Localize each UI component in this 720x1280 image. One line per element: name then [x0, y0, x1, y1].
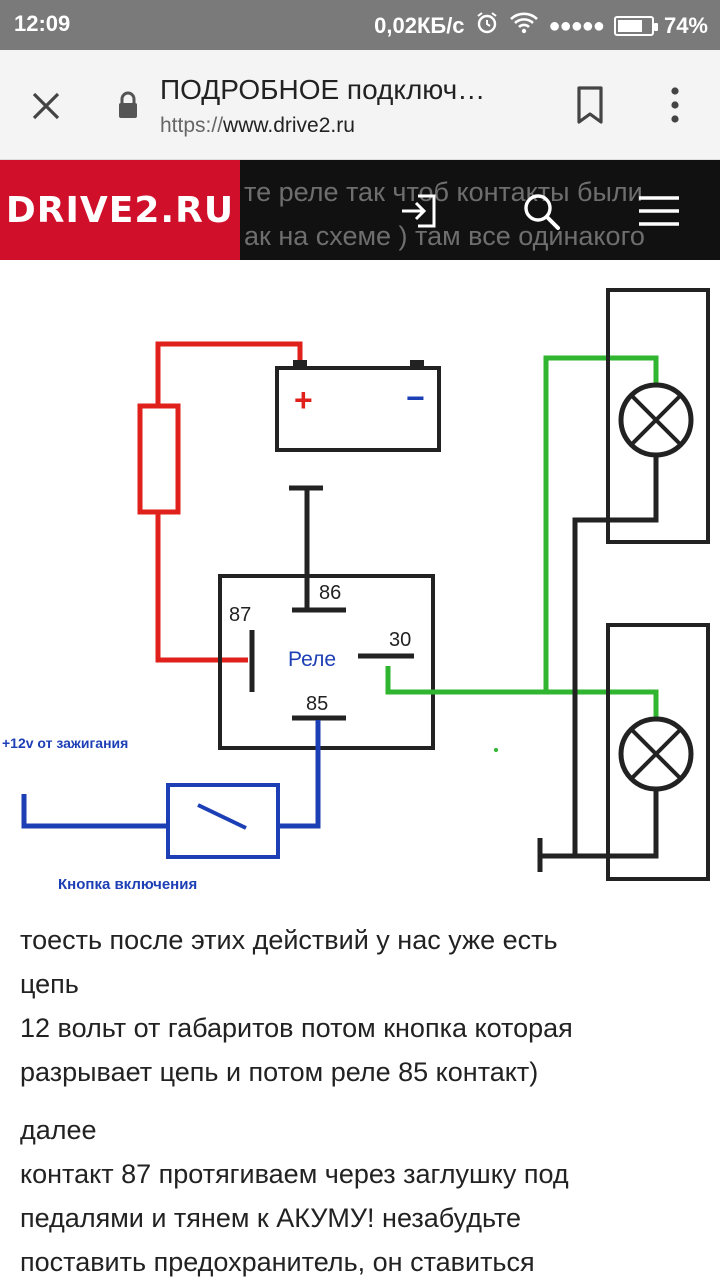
site-logo[interactable]: DRIVE2.RU — [0, 160, 240, 260]
battery-plus-label: + — [294, 382, 313, 418]
article-line: поставить предохранитель, он ставиться — [20, 1247, 535, 1277]
article-line: педалями и тянем к АКУМУ! незабудьте — [20, 1203, 522, 1233]
wiring-diagram-graphic — [21, 288, 710, 881]
menu-icon[interactable] — [636, 188, 682, 234]
browser-toolbar: ПОДРОБНОЕ подключ… https://www.drive2.ru — [0, 50, 720, 160]
ignition-label: +12v от зажигания — [2, 735, 129, 751]
pin-30-label: 30 — [389, 629, 412, 651]
battery-minus-terminal — [410, 360, 424, 370]
site-header: те реле так чтоб контакты были ак на схе… — [0, 160, 720, 260]
search-icon[interactable] — [518, 188, 564, 234]
relay-label: Реле — [288, 648, 336, 671]
ignition-control-wire — [21, 720, 321, 829]
pin-87-label: 87 — [229, 604, 252, 626]
network-speed: 0,02КБ/с — [374, 13, 465, 38]
lamp-feed-wire — [385, 355, 659, 718]
switch-blade — [197, 803, 247, 830]
battery-minus-label: − — [406, 380, 425, 416]
ghost-line-1: те реле так чтоб контакты были — [244, 177, 643, 207]
article-line: далее — [20, 1115, 97, 1145]
article-line: разрывает цепь и потом реле 85 контакт) — [20, 1057, 539, 1087]
article-paragraph-1: тоесть после этих действий у нас уже ест… — [20, 918, 710, 1094]
page-url[interactable]: https://www.drive2.ru — [160, 114, 355, 138]
pin-85-label: 85 — [306, 693, 329, 715]
close-icon[interactable] — [24, 84, 68, 128]
article-line: цепь — [20, 969, 79, 999]
battery — [275, 366, 441, 452]
wifi-icon — [509, 11, 539, 41]
article-line: контакт 87 протягиваем через заглушку по… — [20, 1159, 569, 1189]
battery-percent: 74% — [663, 13, 708, 38]
more-vert-icon[interactable] — [660, 84, 690, 126]
wiring-diagram: + − 86 87 30 Реле 85 +12v от зажигания К… — [0, 260, 720, 900]
url-scheme: https:// — [160, 114, 224, 137]
status-time: 12:09 — [14, 11, 71, 36]
signal-strength: ●●●●● — [548, 14, 605, 37]
lock-icon — [117, 91, 139, 119]
article-line: тоесть после этих действий у нас уже ест… — [20, 925, 558, 955]
green-dot — [494, 748, 498, 752]
fuse — [137, 403, 181, 515]
url-host: www.drive2.ru — [223, 114, 355, 137]
status-right: 0,02КБ/с ●●●●● 74% — [374, 11, 708, 41]
login-icon[interactable] — [398, 188, 444, 234]
lamp-housing-bottom — [606, 623, 710, 881]
ghost-line-2: ак на схеме ) там все одинакого — [244, 221, 645, 251]
article-line: 12 вольт от габаритов потом кнопка котор… — [20, 1013, 573, 1043]
battery-plus-terminal — [293, 360, 307, 370]
lamp-top — [618, 382, 694, 458]
lamp-ground-wire — [537, 456, 659, 872]
button-label: Кнопка включения — [58, 876, 198, 893]
lamp-housing-top — [606, 288, 710, 544]
header-underlying-text: те реле так чтоб контакты были ак на схе… — [244, 170, 645, 258]
status-bar: 12:09 0,02КБ/с ●●●●● 74% — [0, 0, 720, 50]
logo-text: DRIVE2.RU — [5, 189, 235, 231]
battery-icon — [613, 16, 658, 36]
bookmark-icon[interactable] — [573, 84, 607, 126]
relay-ground-wire — [289, 485, 323, 608]
article-paragraph-2: далее контакт 87 протягиваем через заглу… — [20, 1108, 710, 1280]
relay-box — [218, 574, 435, 750]
pin-86-label: 86 — [319, 582, 342, 604]
lamp-bottom — [618, 716, 694, 792]
page-title[interactable]: ПОДРОБНОЕ подключ… — [160, 74, 486, 105]
alarm-icon — [475, 11, 499, 41]
switch-box — [166, 783, 280, 859]
battery-fill — [617, 20, 642, 32]
article-body: тоесть после этих действий у нас уже ест… — [20, 918, 710, 1280]
